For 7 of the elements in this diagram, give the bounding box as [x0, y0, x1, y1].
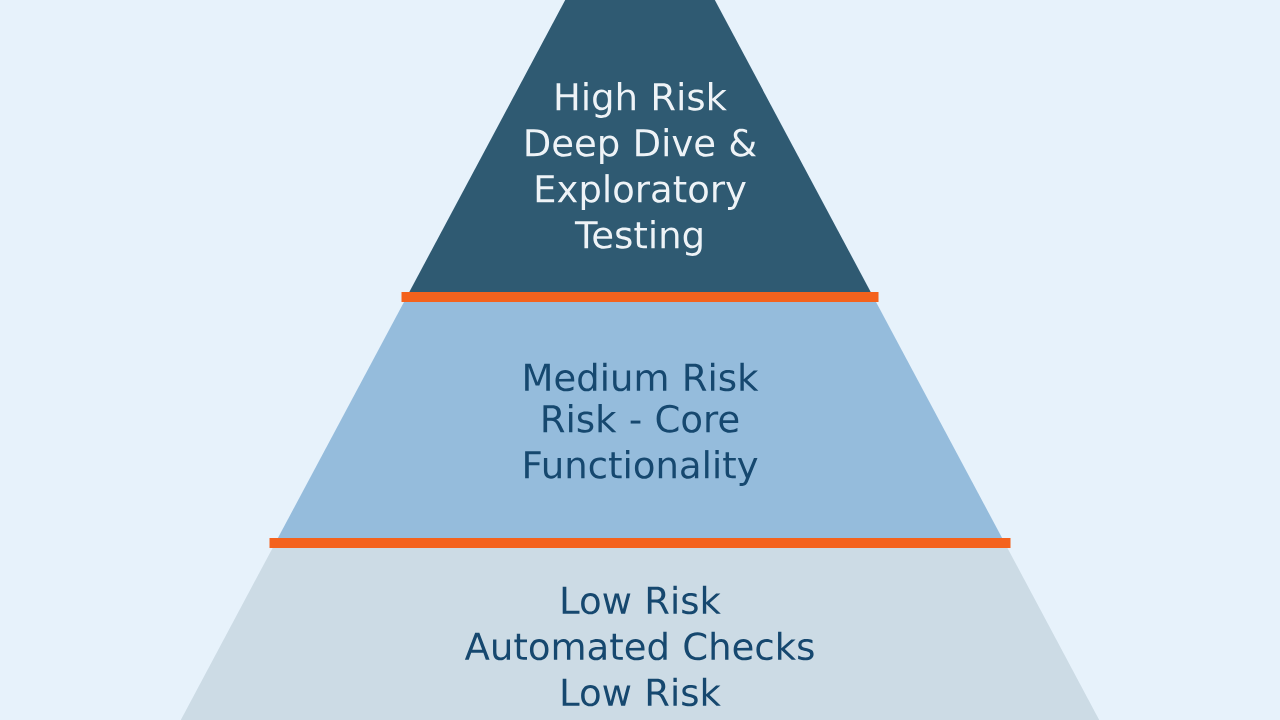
- tier-heading: High Risk: [556, 82, 727, 118]
- tier-heading: Medium Risk: [525, 362, 759, 392]
- tier-text: Deep Dive & Exploratory Testing: [526, 128, 757, 256]
- tier-text: Low Risk: [562, 677, 721, 707]
- tier-text: Automated Checks: [464, 631, 814, 661]
- tier-heading: Low Risk: [562, 585, 721, 615]
- tier-text: Risk - Core Functionality: [525, 404, 758, 486]
